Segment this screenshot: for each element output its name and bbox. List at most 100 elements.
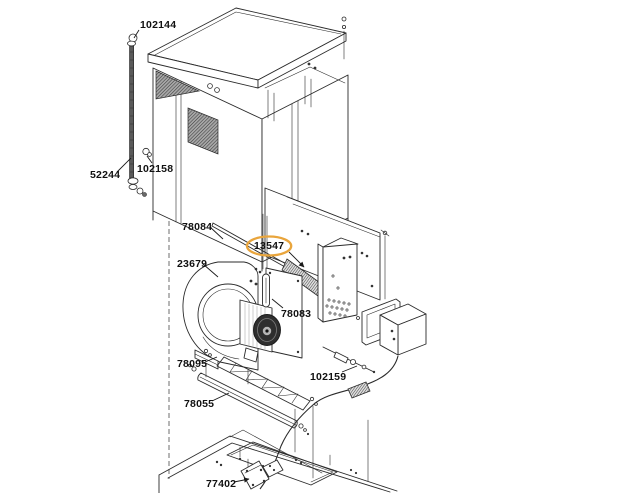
screw [309, 396, 315, 402]
box-latch [390, 329, 394, 333]
screw [203, 348, 209, 354]
screw-dot [365, 254, 369, 258]
screw-dot [296, 279, 300, 283]
screw-dot [296, 350, 300, 354]
part-label-102144[interactable]: 102144 [140, 19, 176, 31]
base-pan-opening [226, 441, 338, 486]
screw [214, 87, 220, 93]
screw [208, 353, 212, 357]
leader-line-13547 [288, 251, 305, 268]
lid-screw [341, 24, 346, 29]
screw-dot [249, 279, 253, 283]
part-label-102159[interactable]: 102159 [310, 371, 346, 383]
pin-lines [239, 446, 331, 468]
leader-line-102158 [146, 155, 153, 164]
screw-dot [306, 232, 310, 236]
motor-shaft [265, 329, 269, 333]
mid-nut [142, 147, 150, 156]
lower-fitting [136, 187, 144, 195]
screw-dot [306, 432, 310, 436]
linkage-sleeve [333, 351, 349, 364]
rail-screw [298, 423, 304, 429]
lower-fitting [127, 177, 139, 185]
wire-harness [259, 355, 399, 490]
part-label-23679[interactable]: 23679 [177, 258, 207, 270]
cabinet-interior-lines [264, 66, 346, 122]
threaded-rod-assembly [127, 33, 152, 197]
screw-alignment-line [380, 229, 390, 300]
base-pan [158, 405, 398, 493]
linkage-ball [349, 358, 356, 365]
cabinet-front-vent [187, 107, 219, 155]
screw-dot [342, 256, 346, 260]
mid-nut-washer [147, 152, 152, 157]
control-panel-holes [325, 274, 351, 318]
rear-panel-flange [286, 196, 381, 238]
cabinet-side-louver-vent [155, 70, 201, 100]
screw-dot [258, 270, 262, 274]
scroll-seam [202, 336, 240, 360]
part-label-78095[interactable]: 78095 [177, 358, 207, 370]
wire-loom-connector [347, 381, 371, 399]
lower-fitting [142, 192, 147, 197]
highlight-ellipse-13547 [245, 235, 293, 257]
screw-dot [313, 66, 317, 70]
callout-layer: 102144 52244 102158 78084 13547 23679 78083 780… [90, 19, 358, 490]
screw-dot [307, 62, 311, 66]
screw-dot [254, 267, 258, 271]
junction-box-side [379, 314, 399, 356]
trim-strip-78084 [211, 222, 296, 273]
part-label-77402[interactable]: 77402 [206, 478, 236, 490]
rail-78055-seam [199, 376, 297, 426]
linkage-tip [372, 370, 376, 374]
linkage-and-wiring [259, 298, 427, 490]
leader-line-102144 [133, 29, 140, 39]
leader-line-78084 [209, 226, 224, 240]
part-label-78055[interactable]: 78055 [184, 398, 214, 410]
support-tray-rails [216, 356, 311, 411]
screw-dot [254, 282, 258, 286]
blower-scroll-housing [182, 261, 259, 371]
leader-line-52244 [116, 157, 132, 173]
screw-dot [370, 284, 374, 288]
blower-assembly [182, 261, 303, 385]
rail-78055 [197, 372, 298, 429]
part-label-102158[interactable]: 102158 [137, 163, 173, 175]
frame-screw [356, 316, 360, 320]
leader-line-78095 [204, 356, 218, 363]
cabinet-lid-skirt-right [257, 32, 347, 89]
part-label-13547[interactable]: 13547 [254, 240, 284, 252]
motor-mount-foot [243, 347, 259, 363]
leader-line-102159 [341, 365, 358, 373]
rod-threads [130, 51, 134, 173]
leader-line-78055 [211, 392, 230, 402]
cabinet-door-seam [175, 78, 182, 225]
rail-screw [303, 428, 307, 432]
leader-line-77402 [233, 477, 250, 483]
leader-line-78083 [271, 298, 284, 309]
screw-dot [360, 251, 364, 255]
part-label-78084[interactable]: 78084 [182, 221, 212, 233]
rail-screw [191, 366, 197, 372]
screw-dot [300, 229, 304, 233]
bracket-77402-plate2 [262, 459, 284, 478]
part-label-52244[interactable]: 52244 [90, 169, 120, 181]
leader-line-23679 [202, 263, 219, 278]
part-label-78083[interactable]: 78083 [281, 308, 311, 320]
screw-dot [268, 271, 272, 275]
motor-end-ring [257, 318, 277, 342]
base-pan-opening-inner [230, 444, 334, 483]
screw [207, 83, 213, 89]
bracket-77402 [240, 460, 270, 490]
lid-screw [341, 16, 347, 22]
screw-dot [348, 255, 352, 259]
base-pan-edges [158, 435, 398, 493]
box-latch [392, 337, 396, 341]
base-pan-back-rim [229, 429, 323, 474]
control-panel-face [322, 243, 358, 323]
alignment-lines [294, 405, 369, 482]
control-panel-side [317, 243, 324, 323]
mid-section [211, 187, 390, 323]
cabinet-lid-inner-edge [152, 11, 342, 57]
